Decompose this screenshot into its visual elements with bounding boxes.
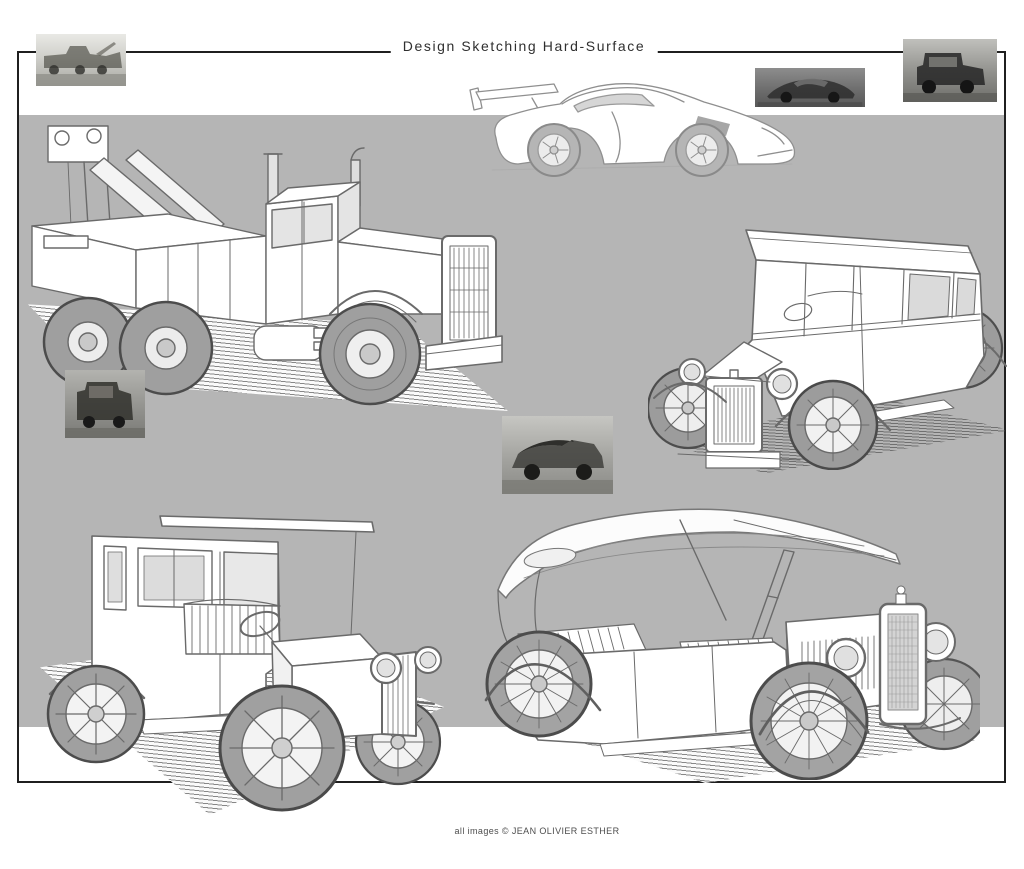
tow-truck-reference-photo bbox=[36, 34, 126, 86]
vintage-touring-car-reference-photo bbox=[502, 416, 613, 494]
vintage-sedan-sketch bbox=[648, 216, 1010, 470]
mclaren-photo-silhouette bbox=[757, 78, 863, 107]
vintage-limousine-reference-photo bbox=[903, 39, 997, 102]
page-title: Design Sketching Hard-Surface bbox=[390, 36, 658, 56]
taxi-wheels bbox=[46, 664, 346, 812]
touring-photo-silhouette bbox=[502, 440, 613, 494]
sedan-front-wheel bbox=[774, 379, 892, 470]
tow-truck-grille bbox=[425, 235, 503, 371]
tow-truck-wheels bbox=[42, 290, 423, 406]
vintage-touring-car-sketch bbox=[484, 492, 980, 780]
vintage-taxi-sketch bbox=[34, 506, 446, 818]
sedan-front-end bbox=[653, 341, 801, 469]
tow-truck-body bbox=[31, 147, 467, 361]
vintage-taxi-reference-photo bbox=[65, 370, 145, 438]
sports-car-wheels bbox=[527, 123, 729, 177]
footer-caption: all images © JEAN OLIVIER ESTHER bbox=[454, 826, 620, 836]
touring-canopy bbox=[497, 508, 901, 655]
taxi-photo-silhouette bbox=[65, 382, 145, 438]
tow-truck-photo-silhouette bbox=[36, 42, 126, 86]
touring-radiator bbox=[825, 585, 961, 730]
tow-truck-sketch bbox=[18, 118, 508, 410]
limousine-photo-silhouette bbox=[903, 53, 997, 102]
touring-wheels bbox=[484, 630, 870, 780]
mclaren-f1-reference-photo bbox=[755, 68, 865, 107]
sports-car-sketch bbox=[462, 72, 810, 182]
